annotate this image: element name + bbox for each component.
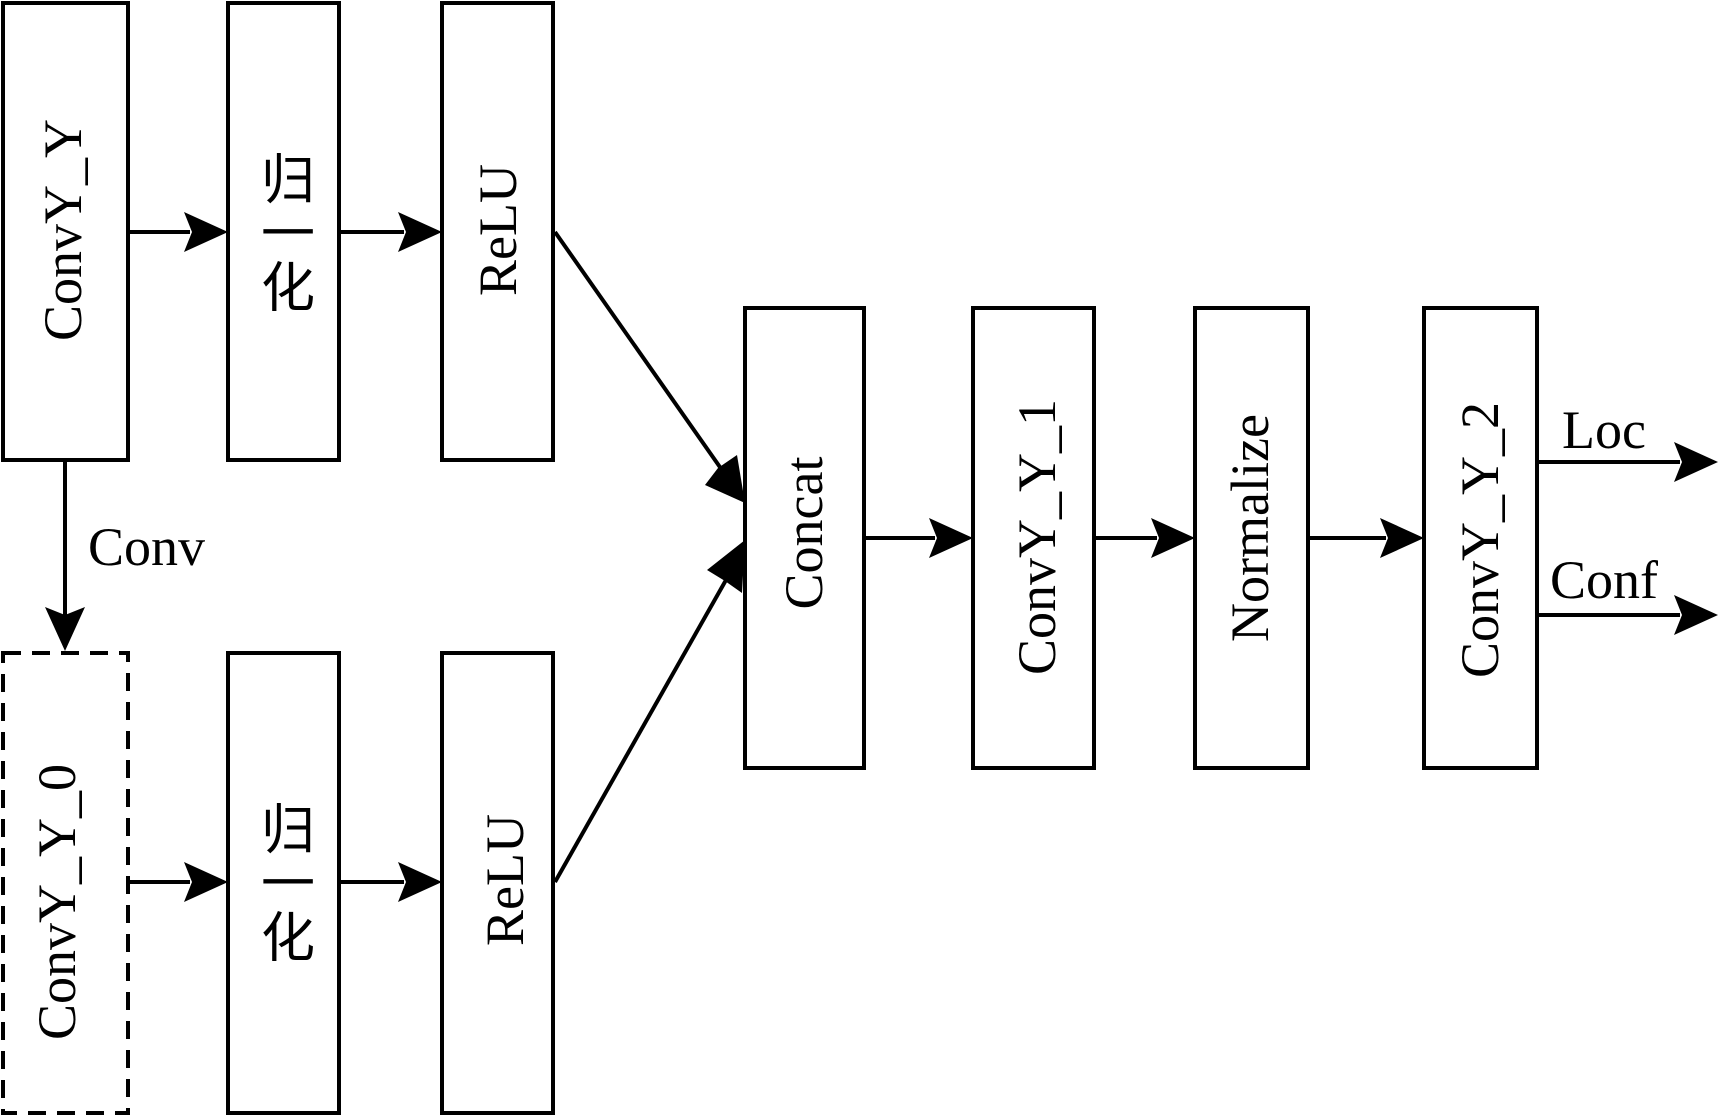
node-concat-label: Concat — [774, 457, 834, 610]
node-convy-y-2: ConvY_Y_2 — [1422, 306, 1539, 770]
node-norm-bottom: 归一化 — [226, 651, 341, 1115]
node-relu-top-label: ReLU — [468, 164, 528, 296]
edge-convy-y-to-norm-top — [128, 212, 228, 252]
edge-conf-output: Conf — [1537, 550, 1718, 635]
edge-relu-top-to-concat — [553, 230, 745, 503]
edge-relu-bottom-to-concat — [553, 540, 745, 883]
edge-conv-label: Conv — [88, 517, 205, 577]
edge-conf-label: Conf — [1550, 550, 1658, 610]
edge-normalize-to-convy-y-2 — [1308, 518, 1424, 558]
edge-concat-to-convy-y-1 — [864, 518, 973, 558]
edge-convy-y-0-to-norm-bottom — [128, 862, 228, 902]
node-convy-y-1: ConvY_Y_1 — [971, 306, 1096, 770]
node-norm-bottom-label: 归一化 — [252, 801, 315, 963]
node-relu-bottom: ReLU — [440, 651, 555, 1115]
node-concat: Concat — [743, 306, 866, 770]
edge-norm-top-to-relu-top — [339, 212, 442, 252]
node-relu-bottom-label: ReLU — [475, 814, 535, 946]
edge-norm-bottom-to-relu-bottom — [339, 862, 442, 902]
edge-conv-down: Conv — [45, 460, 205, 651]
node-norm-top: 归一化 — [226, 1, 341, 462]
node-convy-y: ConvY_Y — [1, 1, 130, 462]
node-convy-y-0-label: ConvY_Y_0 — [27, 764, 87, 1040]
node-convy-y-2-label: ConvY_Y_2 — [1450, 402, 1510, 678]
node-convy-y-0: ConvY_Y_0 — [1, 651, 130, 1115]
node-norm-top-label: 归一化 — [252, 151, 315, 313]
node-convy-y-label: ConvY_Y — [33, 119, 93, 341]
node-relu-top: ReLU — [440, 1, 555, 462]
edge-loc-label: Loc — [1562, 400, 1646, 460]
edge-convy-y-1-to-normalize — [1094, 518, 1195, 558]
node-normalize: Normalize — [1193, 306, 1310, 770]
node-normalize-label: Normalize — [1220, 414, 1280, 642]
edge-loc-output: Loc — [1537, 400, 1718, 482]
node-convy-y-1-label: ConvY_Y_1 — [1007, 399, 1067, 675]
